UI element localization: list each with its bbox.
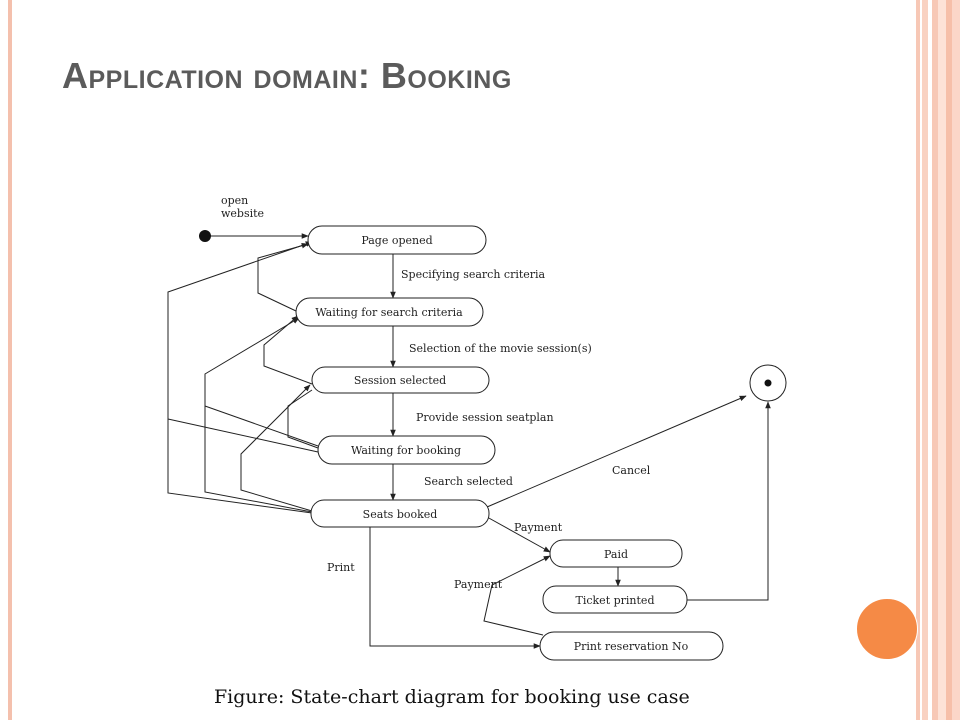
label-search-selected: Search selected: [424, 475, 513, 488]
slide-title: Application domain: Booking: [62, 55, 512, 96]
state-label-session-selected: Session selected: [354, 374, 446, 387]
decorative-orange-circle: [856, 598, 918, 660]
state-page-opened: [307, 225, 487, 255]
back-edge-waiting-page: [257, 243, 309, 312]
state-label-page-opened: Page opened: [361, 234, 432, 247]
transition-payment-reservation: [483, 555, 551, 636]
state-label-ticket-printed: Ticket printed: [576, 594, 655, 607]
label-website: website: [221, 207, 264, 220]
back-edge-seats-session: [240, 384, 313, 512]
back-edge-seats-waiting: [204, 317, 313, 513]
state-session-selected: [311, 366, 490, 394]
initial-state-node: [199, 230, 211, 242]
state-label-paid: Paid: [604, 548, 628, 561]
label-provide: Provide session seatplan: [416, 411, 554, 424]
state-label-print-reservation: Print reservation No: [574, 640, 689, 653]
back-edge-booking-3: [204, 405, 319, 447]
transition-ticket-final: [687, 401, 771, 601]
state-ticket-printed: [542, 585, 688, 614]
transition-print: [369, 527, 541, 649]
state-label-waiting-search: Waiting for search criteria: [315, 306, 463, 319]
transition-cancel: [486, 395, 747, 508]
state-paid: [549, 539, 683, 568]
label-open: open: [221, 194, 248, 207]
final-state-inner: [764, 379, 772, 387]
label-print: Print: [327, 561, 355, 574]
slide-left-border: [8, 0, 12, 720]
state-waiting-booking: [317, 435, 496, 465]
transition-payment: [486, 516, 551, 553]
label-specifying: Specifying search criteria: [401, 268, 546, 281]
state-label-waiting-booking: Waiting for booking: [351, 444, 461, 457]
back-edge-booking-2: [167, 418, 319, 453]
label-payment-1: Payment: [514, 521, 563, 534]
state-label-seats-booked: Seats booked: [363, 508, 438, 521]
back-edge-seats-page: [167, 241, 313, 514]
label-selection: Selection of the movie session(s): [409, 342, 592, 355]
label-payment-2: Payment: [454, 578, 503, 591]
state-waiting-search: [295, 297, 484, 327]
back-edge-session-waiting: [263, 315, 313, 385]
label-cancel: Cancel: [612, 464, 651, 477]
state-print-reservation: [539, 631, 724, 661]
figure-caption: Figure: State-chart diagram for booking …: [214, 686, 690, 708]
back-edge-booking-1: [287, 389, 319, 449]
slide-right-decoration: [912, 0, 960, 720]
state-seats-booked: [310, 499, 490, 528]
